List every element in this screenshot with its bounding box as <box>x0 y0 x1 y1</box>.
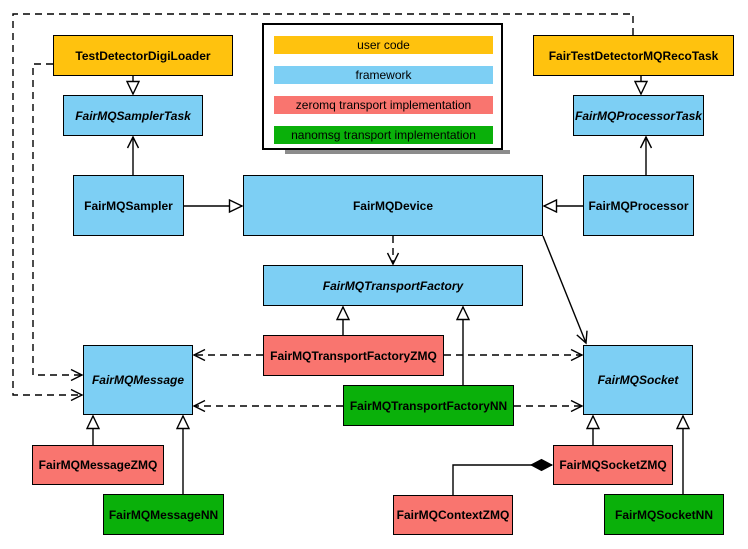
edge-contextzmq-socketzmq <box>452 465 552 495</box>
edge-device-socket <box>542 235 588 345</box>
node-fairmqsamplertask: FairMQSamplerTask <box>63 95 203 136</box>
node-fairmqmessagezmq: FairMQMessageZMQ <box>32 445 164 485</box>
node-fairtestdetectormqrecotask: FairTestDetectorMQRecoTask <box>533 35 734 76</box>
node-fairmqtransportfactory: FairMQTransportFactory <box>263 265 523 306</box>
legend-item-user-code: user code <box>274 36 493 54</box>
node-testdetectordigiloader: TestDetectorDigiLoader <box>53 35 233 76</box>
legend-item-zeromq: zeromq transport implementation <box>274 96 493 114</box>
legend: user code framework zeromq transport imp… <box>262 23 503 150</box>
node-fairmqcontextzmq: FairMQContextZMQ <box>393 495 513 535</box>
node-fairmqmessage: FairMQMessage <box>83 345 193 415</box>
legend-shadow <box>285 150 510 154</box>
node-fairmqsocketzmq: FairMQSocketZMQ <box>553 445 673 485</box>
node-fairmqsocketnn: FairMQSocketNN <box>604 494 724 535</box>
legend-item-nanomsg: nanomsg transport implementation <box>274 126 493 144</box>
node-fairmqtransportfactoryzmq: FairMQTransportFactoryZMQ <box>263 335 444 376</box>
node-fairmqtransportfactorynn: FairMQTransportFactoryNN <box>343 385 514 426</box>
node-fairmqsampler: FairMQSampler <box>73 175 184 236</box>
node-fairmqprocessortask: FairMQProcessorTask <box>573 95 704 136</box>
node-fairmqprocessor: FairMQProcessor <box>583 175 694 236</box>
node-fairmqdevice: FairMQDevice <box>243 175 543 236</box>
node-fairmqsocket: FairMQSocket <box>583 345 693 415</box>
node-fairmqmessagenn: FairMQMessageNN <box>103 494 224 535</box>
legend-item-framework: framework <box>274 66 493 84</box>
